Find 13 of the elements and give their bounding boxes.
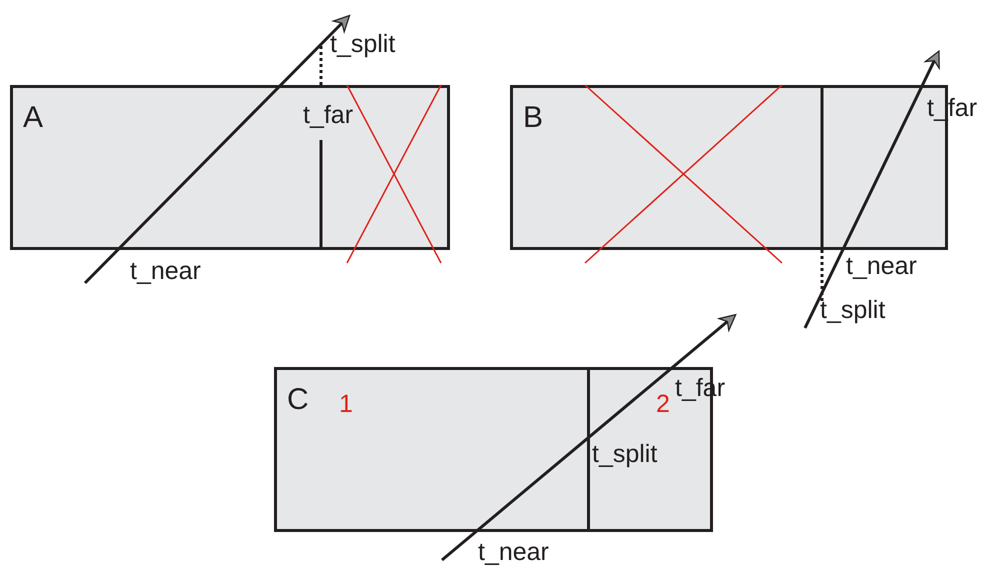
parameter-label: t_split xyxy=(330,30,396,58)
region-letter: A xyxy=(23,104,44,132)
parameter-label: t_near xyxy=(846,252,917,280)
parameter-label: t_split xyxy=(592,440,658,468)
region-letter: C xyxy=(287,386,309,414)
cell-number: 1 xyxy=(339,390,353,418)
parameter-label: t_far xyxy=(303,101,354,129)
parameter-label: t_near xyxy=(478,538,549,566)
parameter-label: t_near xyxy=(130,257,201,285)
region-letter: B xyxy=(523,104,544,132)
cell-number: 2 xyxy=(656,390,670,418)
region-box xyxy=(10,85,450,250)
parameter-label: t_split xyxy=(820,296,886,324)
